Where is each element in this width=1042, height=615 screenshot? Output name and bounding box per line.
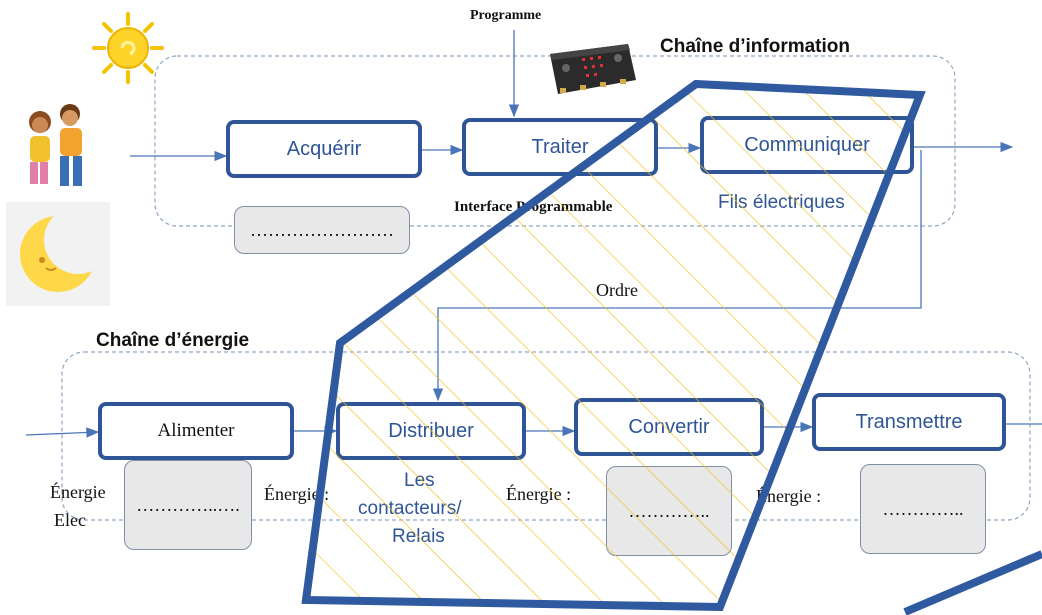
info-placeholder: ……………………: [234, 206, 410, 254]
interface-programmable-label: Interface Programmable: [454, 199, 613, 215]
programme-label: Programme: [470, 8, 542, 23]
energie-label-1: Énergie :: [264, 484, 330, 504]
energy-placeholder-2: …………..: [606, 466, 732, 556]
info-chain-title: Chaîne d’information: [660, 36, 850, 57]
energie-label-2: Énergie :: [506, 484, 572, 504]
order-label: Ordre: [596, 280, 638, 300]
fils-electriques-label: Fils électriques: [718, 192, 845, 213]
distribuer-desc-3: Relais: [392, 526, 445, 547]
distribuer-desc-2: contacteurs/: [358, 498, 462, 519]
block-acquerir: Acquérir: [226, 120, 422, 178]
energie-label-3: Énergie :: [756, 486, 822, 506]
energie-elec-label-1: Énergie: [50, 482, 106, 502]
block-distribuer: Distribuer: [336, 402, 526, 460]
microbit-board-icon: [540, 40, 640, 100]
energy-chain-title: Chaîne d’énergie: [96, 330, 250, 351]
block-convertir: Convertir: [574, 398, 764, 456]
block-traiter: Traiter: [462, 118, 658, 176]
sun-icon: [92, 12, 164, 84]
distribuer-desc-1: Les: [404, 470, 435, 491]
moon-icon: [6, 202, 112, 306]
energy-placeholder-3: …………..: [860, 464, 986, 554]
energie-elec-label-2: Elec: [54, 510, 86, 530]
children-icon: [16, 100, 96, 195]
block-transmettre: Transmettre: [812, 393, 1006, 451]
block-alimenter: Alimenter: [98, 402, 294, 460]
block-communiquer: Communiquer: [700, 116, 914, 174]
energy-placeholder-1: …………..….: [124, 460, 252, 550]
